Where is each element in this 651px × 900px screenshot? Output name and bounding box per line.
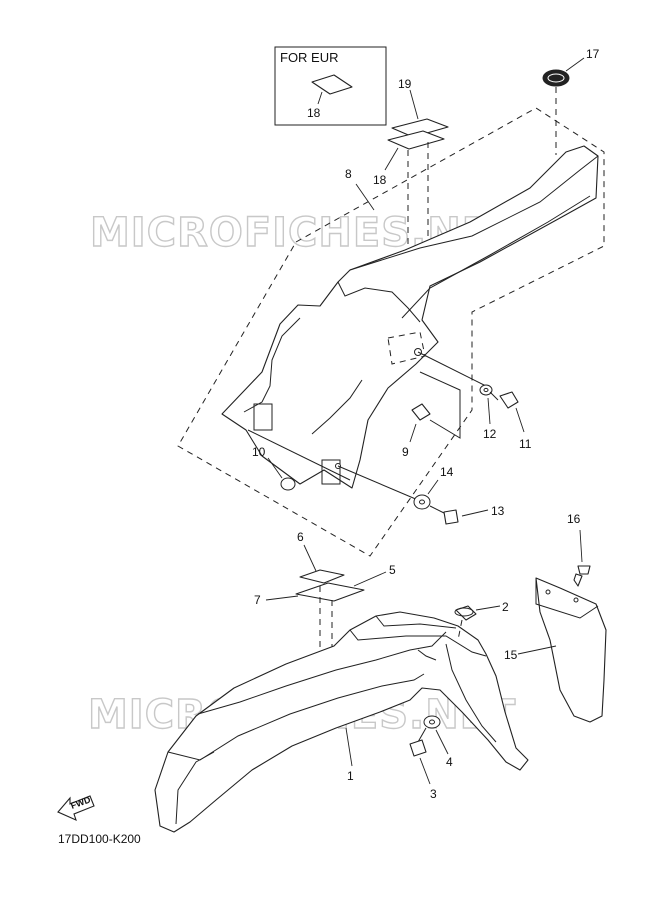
callout-11: 11	[519, 437, 532, 451]
front-hardware: 2 4 3	[409, 600, 509, 801]
callout-6: 6	[297, 530, 304, 544]
callout-13: 13	[491, 504, 505, 518]
callout-12: 12	[483, 427, 497, 441]
diagram-code: 17DD100-K200	[58, 832, 141, 846]
fwd-arrow-icon: FWD	[57, 794, 95, 822]
callout-16: 16	[567, 512, 581, 526]
callout-14: 14	[440, 465, 454, 479]
callout-15: 15	[504, 648, 518, 662]
stickers-19-18: 19 18	[373, 77, 449, 270]
callout-18: 18	[373, 173, 387, 187]
callout-18-eur: 18	[307, 106, 321, 120]
callout-10: 10	[252, 445, 266, 459]
eur-box: FOR EUR 18	[274, 46, 387, 126]
rear-fender-8: 8	[177, 107, 605, 557]
callout-19: 19	[398, 77, 412, 91]
callout-7: 7	[254, 593, 261, 607]
eur-box-label: FOR EUR	[280, 50, 339, 65]
callout-8: 8	[345, 167, 352, 181]
mud-flap-15: 15 16	[504, 512, 607, 723]
front-fender-1: 1	[154, 611, 529, 833]
callout-1: 1	[347, 769, 354, 783]
callout-5: 5	[389, 563, 396, 577]
emblem-sticker-eur	[311, 74, 353, 95]
callout-2: 2	[502, 600, 509, 614]
fender-hardware: 12 11 9 10 14 13	[252, 331, 532, 525]
callout-9: 9	[402, 445, 409, 459]
emblem-17: 17	[542, 47, 600, 155]
callout-3: 3	[430, 787, 437, 801]
callout-4: 4	[446, 755, 453, 769]
callout-17: 17	[586, 47, 600, 61]
